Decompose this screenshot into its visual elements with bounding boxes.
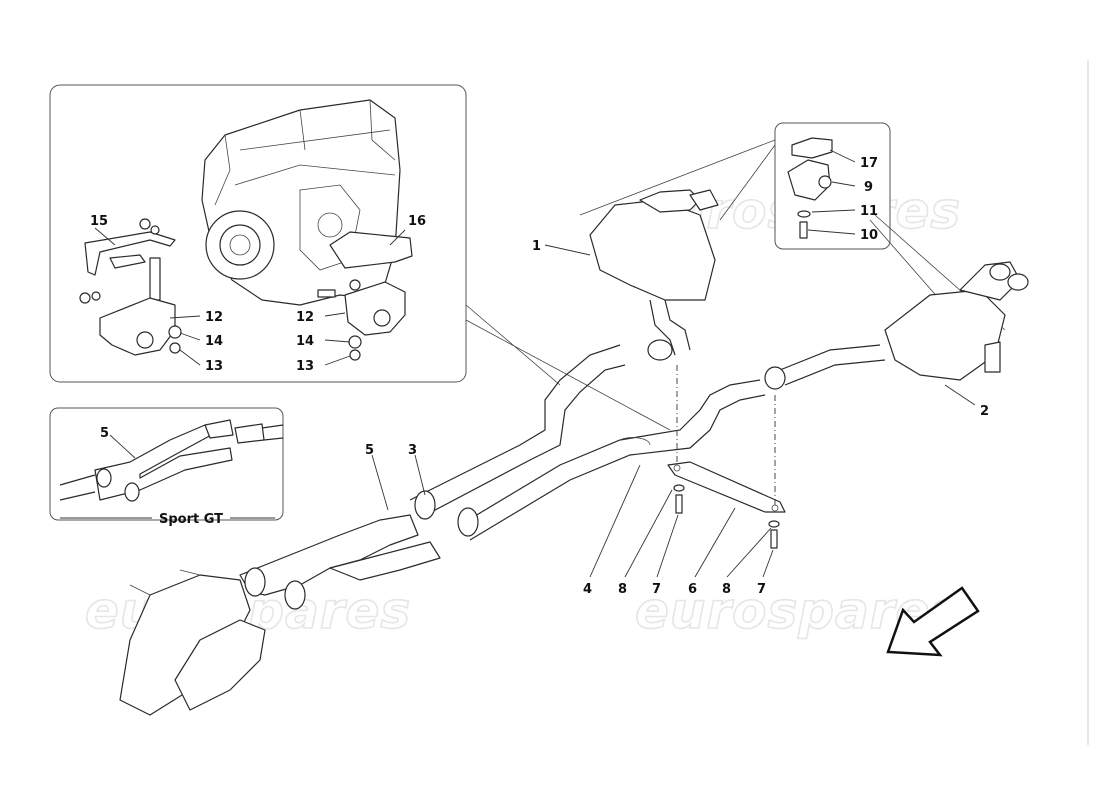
callout-6: 6	[688, 582, 697, 597]
callout-5-inset: 5	[100, 426, 109, 441]
sport-gt-caption: Sport GT	[159, 512, 223, 527]
callout-12-left: 12	[205, 310, 223, 325]
callout-2: 2	[980, 404, 989, 419]
callout-12-right: 12	[296, 310, 314, 325]
callout-8-right: 8	[722, 582, 731, 597]
callout-10: 10	[860, 228, 878, 243]
hanger-detail-inset: 17 9 11 10	[774, 122, 891, 250]
callout-11: 11	[860, 204, 878, 219]
callout-16: 16	[408, 214, 426, 229]
callout-3: 3	[408, 443, 417, 458]
callout-14-left: 14	[205, 334, 223, 349]
callout-17: 17	[860, 156, 878, 171]
callout-13-left: 13	[205, 359, 223, 374]
callout-5: 5	[365, 443, 374, 458]
exhaust-assembly	[119, 189, 1029, 716]
gearbox-mount-inset: 15 16 12 14 13 12 14 13	[49, 84, 467, 383]
direction-arrow-icon	[886, 586, 980, 657]
callout-14-right: 14	[296, 334, 314, 349]
callout-15: 15	[90, 214, 108, 229]
sport-gt-inset: 5 Sport GT	[49, 407, 284, 527]
callout-8-left: 8	[618, 582, 627, 597]
callout-9: 9	[864, 180, 873, 195]
callout-4: 4	[583, 582, 592, 597]
callout-1: 1	[532, 239, 541, 254]
callout-7-right: 7	[757, 582, 766, 597]
callout-7-left: 7	[652, 582, 661, 597]
callout-13-right: 13	[296, 359, 314, 374]
